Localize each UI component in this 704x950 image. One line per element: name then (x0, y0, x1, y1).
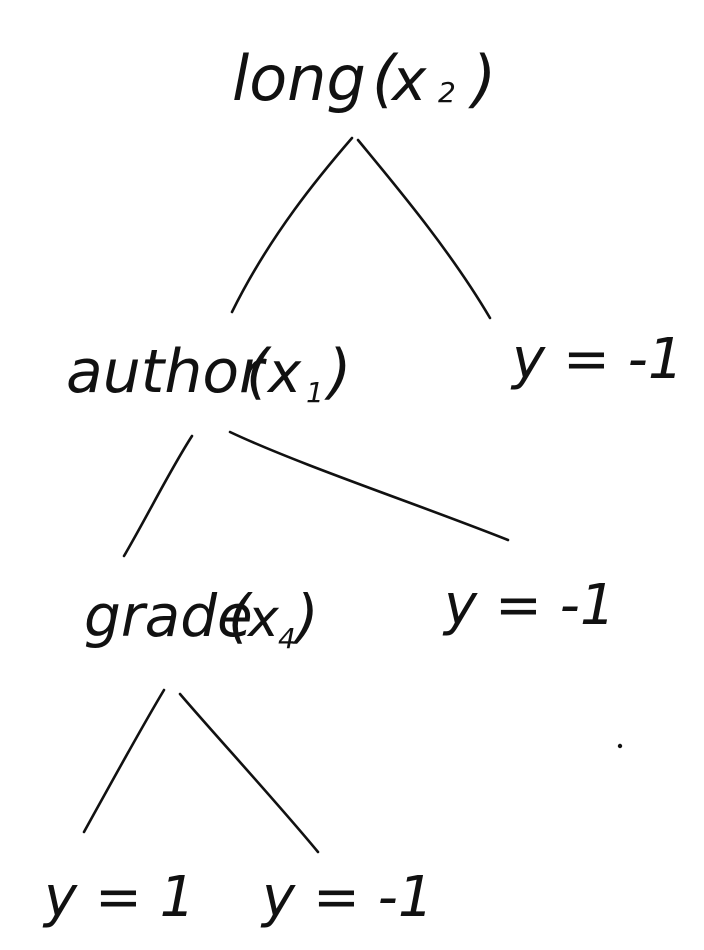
node-author-var: x (266, 341, 302, 406)
node-author-close-paren: ) (324, 337, 351, 407)
node-author-subscript: 1 (306, 376, 324, 409)
edge-root-to-author (230, 136, 354, 314)
node-grade-subscript: 4 (278, 622, 296, 655)
leaf-grade-left: y = 1 (42, 865, 195, 930)
edge-grade-to-leaf-negative (178, 692, 320, 854)
stray-ink-dot (617, 743, 623, 749)
node-root: long ( x 2 ) (232, 42, 496, 115)
node-root-var: x (390, 46, 427, 114)
node-grade-open-paren: ( (228, 582, 253, 650)
node-grade-close-paren: ) (292, 582, 319, 650)
node-author-open-paren: ( (246, 337, 272, 407)
edge-author-to-grade (122, 434, 194, 558)
node-grade-name: grade (84, 582, 253, 650)
node-root-name: long (232, 42, 366, 115)
leaf-author-right: y = -1 (442, 573, 616, 638)
node-author-name: author (66, 337, 267, 407)
node-author: author ( x 1 ) (66, 337, 351, 409)
node-root-subscript: 2 (438, 76, 456, 109)
edge-grade-to-leaf-positive (82, 688, 166, 834)
node-grade: grade ( x 4 ) (84, 582, 319, 655)
node-root-close-paren: ) (468, 42, 496, 115)
leaf-root-right: y = -1 (510, 327, 684, 392)
node-root-open-paren: ( (372, 42, 399, 115)
node-grade-var: x (246, 589, 280, 649)
edge-author-to-leaf (228, 430, 510, 542)
leaf-grade-right: y = -1 (260, 865, 434, 930)
edge-root-to-leaf (356, 138, 492, 320)
